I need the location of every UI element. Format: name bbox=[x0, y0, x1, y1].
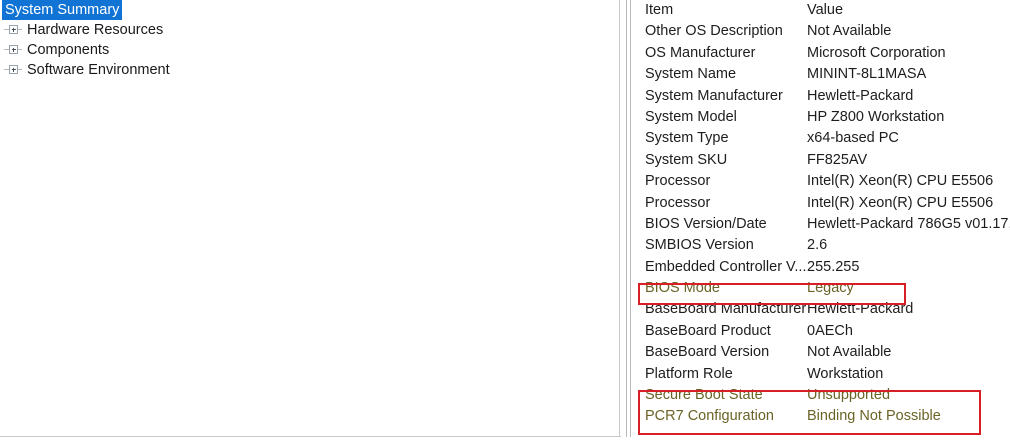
details-row-value: 255.255 bbox=[807, 258, 860, 275]
expand-plus-icon[interactable] bbox=[9, 45, 18, 54]
tree-connector-line bbox=[4, 29, 9, 30]
details-row[interactable]: BaseBoard Product 0AECh bbox=[634, 321, 1010, 342]
details-row-item: System Type bbox=[645, 130, 729, 147]
splitter-line bbox=[626, 0, 627, 437]
tree-connector-line bbox=[18, 69, 22, 70]
tree-connector-line bbox=[18, 49, 22, 50]
splitter-line bbox=[630, 0, 631, 437]
details-row[interactable]: BaseBoard Version Not Available bbox=[634, 342, 1010, 363]
details-row-item: System SKU bbox=[645, 151, 728, 168]
details-row[interactable]: System Name MININT-8L1MASA bbox=[634, 64, 1010, 85]
details-row-value: Hewlett-Packard 786G5 v01.17, 8/ bbox=[807, 215, 1010, 232]
tree-item-components[interactable]: Components bbox=[0, 40, 619, 60]
column-header-item: Item bbox=[645, 2, 674, 18]
tree-item-label: Components bbox=[27, 42, 110, 58]
details-row[interactable]: BIOS Version/Date Hewlett-Packard 786G5 v… bbox=[634, 214, 1010, 235]
details-row[interactable]: SMBIOS Version 2.6 bbox=[634, 235, 1010, 256]
details-row-item: BIOS Version/Date bbox=[645, 215, 767, 232]
details-row-value: Binding Not Possible bbox=[807, 408, 941, 425]
details-row-item: BaseBoard Product bbox=[645, 322, 771, 339]
details-row[interactable]: Processor Intel(R) Xeon(R) CPU E5506 bbox=[634, 193, 1010, 214]
details-row[interactable]: Processor Intel(R) Xeon(R) CPU E5506 bbox=[634, 171, 1010, 192]
details-row-value: Legacy bbox=[807, 280, 854, 297]
tree-connector-line bbox=[4, 49, 9, 50]
tree-item-hardware-resources[interactable]: Hardware Resources bbox=[0, 20, 619, 40]
details-row[interactable]: PCR7 Configuration Binding Not Possible bbox=[634, 406, 1010, 427]
details-row-item: BIOS Mode bbox=[645, 280, 720, 297]
expand-plus-icon[interactable] bbox=[9, 65, 18, 74]
details-row[interactable]: Embedded Controller V...255.255 bbox=[634, 257, 1010, 278]
details-row-item: BaseBoard Manufacturer bbox=[645, 301, 807, 318]
tree-connector-line bbox=[18, 29, 22, 30]
details-row[interactable]: System Model HP Z800 Workstation bbox=[634, 107, 1010, 128]
details-row-value: Workstation bbox=[807, 365, 884, 382]
tree-item-software-environment[interactable]: Software Environment bbox=[0, 60, 619, 80]
details-row-value: MININT-8L1MASA bbox=[807, 66, 927, 83]
details-row-item: SMBIOS Version bbox=[645, 237, 754, 254]
details-row-value: 0AECh bbox=[807, 322, 853, 339]
details-row-item: PCR7 Configuration bbox=[645, 408, 774, 425]
details-row-value: Unsupported bbox=[807, 387, 891, 404]
details-row[interactable]: OS Manufacturer Microsoft Corporation bbox=[634, 43, 1010, 64]
details-row-value: Not Available bbox=[807, 344, 892, 361]
tree-item-label: Software Environment bbox=[27, 62, 170, 78]
details-row-value: 2.6 bbox=[807, 237, 828, 254]
details-row[interactable]: Platform Role Workstation bbox=[634, 364, 1010, 385]
details-row-item: Platform Role bbox=[645, 365, 733, 382]
details-row-value: Intel(R) Xeon(R) CPU E5506 bbox=[807, 194, 994, 211]
details-row-item: Secure Boot State bbox=[645, 387, 763, 404]
details-row-item: System Model bbox=[645, 108, 737, 125]
expand-plus-icon[interactable] bbox=[9, 25, 18, 34]
details-row-item: BaseBoard Version bbox=[645, 344, 770, 361]
details-row[interactable]: System Type x64-based PC bbox=[634, 128, 1010, 149]
tree-item-system-summary[interactable]: System Summary bbox=[0, 0, 619, 20]
details-row-value: Not Available bbox=[807, 23, 892, 40]
details-row[interactable]: Secure Boot State Unsupported bbox=[634, 385, 1010, 406]
tree-item-label: System Summary bbox=[2, 0, 123, 20]
details-row-value: HP Z800 Workstation bbox=[807, 108, 945, 125]
panel-splitter[interactable] bbox=[624, 0, 634, 437]
details-row-item: Other OS Description bbox=[645, 23, 783, 40]
details-row-item: System Manufacturer bbox=[645, 87, 783, 104]
tree-item-label: Hardware Resources bbox=[27, 22, 164, 38]
details-row-value: Microsoft Corporation bbox=[807, 44, 946, 61]
panel-bottom-divider bbox=[0, 436, 621, 437]
details-row[interactable]: System SKU FF825AV bbox=[634, 150, 1010, 171]
details-row-value: Hewlett-Packard bbox=[807, 87, 914, 104]
column-header-value: Value bbox=[807, 2, 844, 18]
details-row-item: OS Manufacturer bbox=[645, 44, 756, 61]
details-header-row: Item Value bbox=[634, 0, 1010, 21]
details-row-value: Intel(R) Xeon(R) CPU E5506 bbox=[807, 173, 994, 190]
details-row-item: Processor bbox=[645, 173, 711, 190]
navigation-tree-panel: System Summary Hardware Resources Compon… bbox=[0, 0, 620, 437]
details-row-item: Processor bbox=[645, 194, 711, 211]
details-row-value: FF825AV bbox=[807, 151, 868, 168]
details-row-value: x64-based PC bbox=[807, 130, 899, 147]
details-row-item: Embedded Controller V... bbox=[645, 258, 807, 275]
details-row-item: System Name bbox=[645, 66, 737, 83]
tree-connector-line bbox=[4, 69, 9, 70]
details-row[interactable]: System Manufacturer Hewlett-Packard bbox=[634, 86, 1010, 107]
details-row[interactable]: BIOS Mode Legacy bbox=[634, 278, 1010, 299]
details-row[interactable]: Other OS Description Not Available bbox=[634, 21, 1010, 42]
details-row-value: Hewlett-Packard bbox=[807, 301, 914, 318]
